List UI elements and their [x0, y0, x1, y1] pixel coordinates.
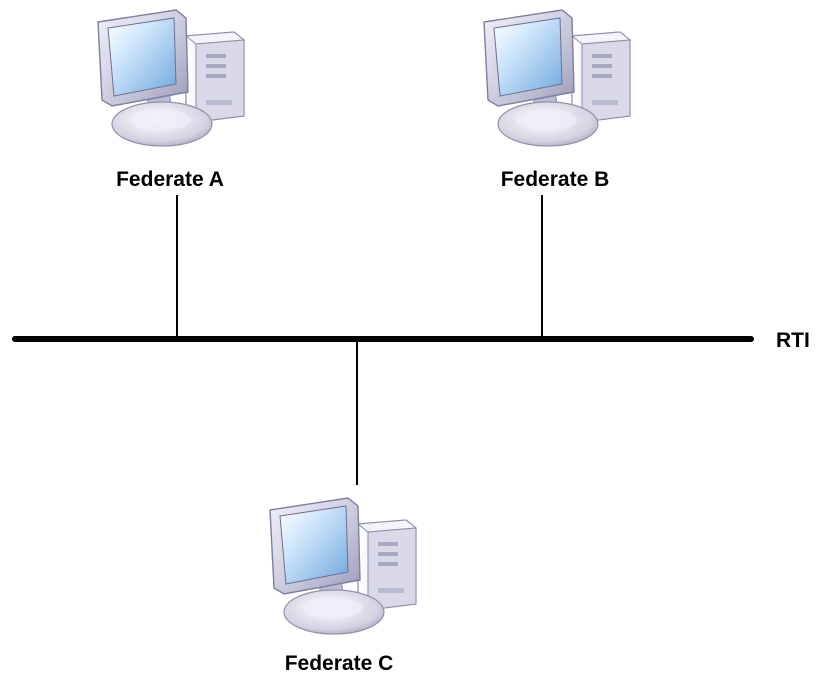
federate-a-label: Federate A: [116, 168, 224, 191]
federate-c-computer-icon: [269, 497, 417, 635]
rti-label: RTI: [776, 329, 810, 352]
federate-a-computer-icon: [97, 9, 245, 147]
federate-c-label: Federate C: [285, 652, 394, 673]
federate-b-label: Federate B: [501, 168, 610, 191]
federate-b-computer-icon: [483, 9, 631, 147]
